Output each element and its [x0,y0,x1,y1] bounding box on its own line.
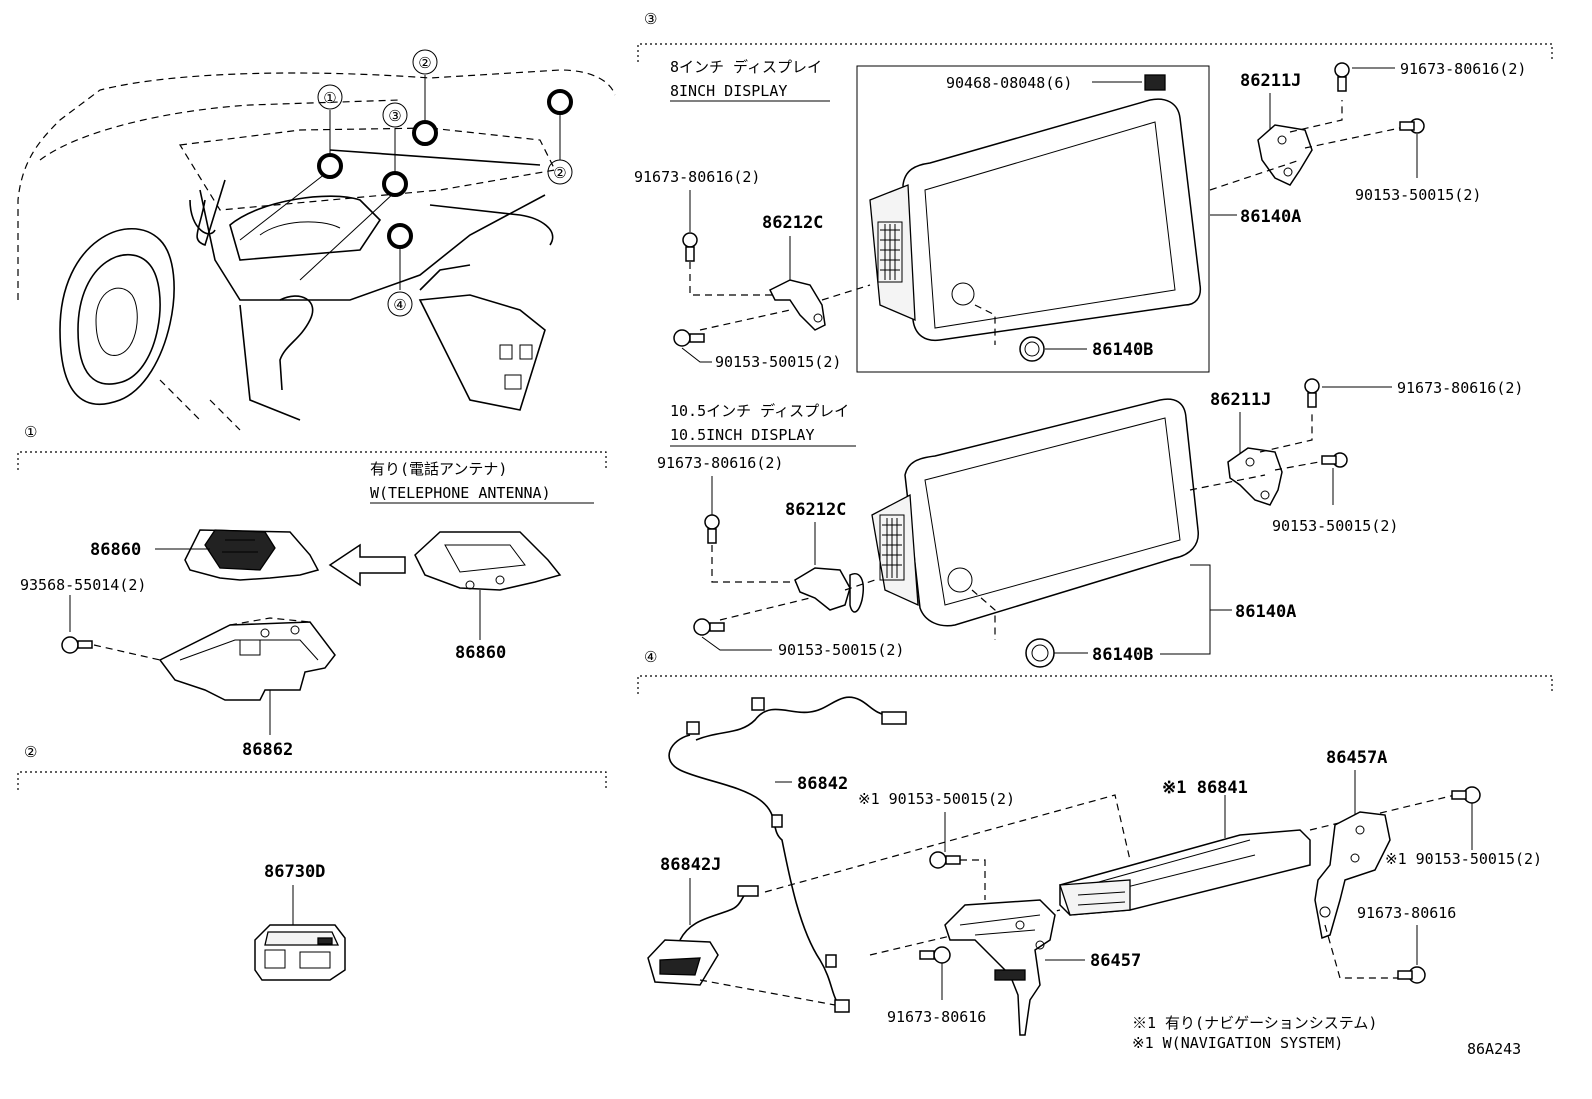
part-91673-80616-10in-right: 91673-80616(2) [1397,379,1523,397]
section-3-number: ③ [644,10,657,28]
part-86211J-10in: 86211J [1210,390,1271,410]
part-86140B-10in: 86140B [1092,645,1153,665]
overview-callout-2b: ② [553,164,566,182]
part-86862: 86862 [242,740,293,760]
section-1-number: ① [24,423,37,441]
part-86140B-8in: 86140B [1092,340,1153,360]
part-93568-55014: 93568-55014(2) [20,576,146,594]
disp10-label-en: 10.5INCH DISPLAY [670,426,815,444]
part-91673-80616-nav-b: 91673-80616 [1357,904,1456,922]
section-4-number: ④ [644,648,657,666]
part-90468-08048: 90468-08048(6) [946,74,1072,92]
part-91673-80616-8in-right: 91673-80616(2) [1400,60,1526,78]
sec4-note-jp: ※1 有り(ナビゲーションシステム) [1132,1014,1377,1032]
disp10-label-jp: 10.5インチ ディスプレイ [670,402,849,420]
part-90153-50015-8in-right: 90153-50015(2) [1355,186,1481,204]
part-86842J: 86842J [660,855,721,875]
part-86841: ※1 86841 [1162,778,1248,798]
part-91673-80616-10in-left: 91673-80616(2) [657,454,783,472]
part-86860-a: 86860 [90,540,141,560]
overview-callout-4: ④ [393,296,406,314]
part-86842: 86842 [797,774,848,794]
part-90153-50015-10in-right: 90153-50015(2) [1272,517,1398,535]
part-91673-80616-nav-a: 91673-80616 [887,1008,986,1026]
overview-callout-3: ③ [388,107,401,125]
part-86730D: 86730D [264,862,325,882]
diagram-code: 86A243 [1467,1040,1521,1058]
part-86860-b: 86860 [455,643,506,663]
overview-callout-1: ① [323,89,336,107]
dashboard-overview: ① ② ③ ② ④ [17,49,616,431]
section-4: ④ 86842 86842J ※1 86841 ※1 90153-5 [637,648,1553,1052]
sec1-note-en: W(TELEPHONE ANTENNA) [370,484,551,502]
part-86211J-8in: 86211J [1240,71,1301,91]
sec1-note-jp: 有り(電話アンテナ) [370,460,507,478]
part-90153-50015-nav-a: ※1 90153-50015(2) [858,790,1015,808]
part-90153-50015-nav-b: ※1 90153-50015(2) [1385,850,1542,868]
part-90153-50015-10in-left: 90153-50015(2) [778,641,904,659]
part-86140A-8in: 86140A [1240,207,1301,227]
overview-callout-2a: ② [418,54,431,72]
part-91673-80616-8in-left: 91673-80616(2) [634,168,760,186]
section-2: ② 86730D [17,743,607,981]
part-86457: 86457 [1090,951,1141,971]
section-1: ① 有り(電話アンテナ) W(TELEPHONE ANTENNA) 86860 … [17,423,607,760]
part-86212C-10in: 86212C [785,500,846,520]
disp8-label-jp: 8インチ ディスプレイ [670,58,822,76]
part-90153-50015-8in-left: 90153-50015(2) [715,353,841,371]
part-86212C-8in: 86212C [762,213,823,233]
part-86140A-10in: 86140A [1235,602,1296,622]
section-2-number: ② [24,743,37,761]
disp8-label-en: 8INCH DISPLAY [670,82,787,100]
part-86457A: 86457A [1326,748,1387,768]
section-3: ③ 8インチ ディスプレイ 8INCH DISPLAY 86140B 90468… [634,10,1553,668]
sec4-note-en: ※1 W(NAVIGATION SYSTEM) [1132,1034,1343,1052]
